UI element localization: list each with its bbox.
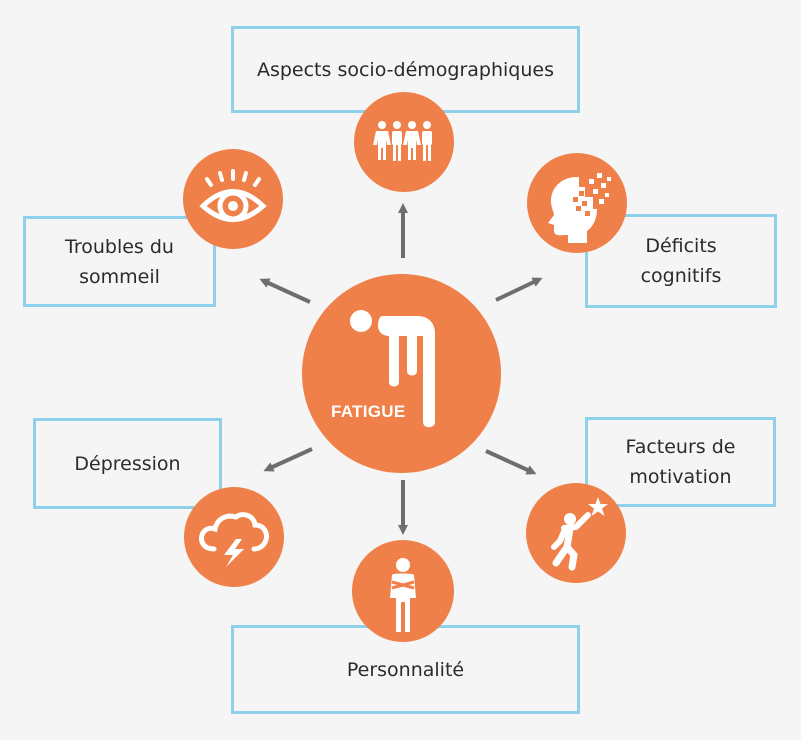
storm-cloud-icon (199, 512, 269, 567)
head-pixels-icon (548, 173, 611, 243)
person-bent-over-icon (350, 310, 435, 428)
person-reaching-star-icon (551, 497, 608, 571)
arrow-to-motivation (485, 449, 537, 475)
circle-depression (184, 487, 284, 587)
arrow-to-cognitive (495, 277, 543, 302)
box-sleep-line2: sommeil (79, 265, 160, 288)
person-arms-crossed-icon (390, 558, 416, 632)
center-circle (302, 274, 501, 473)
arrow-to-depression (263, 447, 313, 472)
center-label: FATIGUE (331, 402, 406, 421)
box-motivation: Facteurs de motivation (585, 417, 776, 507)
box-cognitive-line2: cognitifs (640, 265, 722, 287)
box-depression-label: Dépression (74, 452, 181, 475)
box-cognitive-line1: Déficits (645, 235, 717, 257)
circle-personality (352, 540, 454, 642)
arrow-to-sleep (259, 278, 311, 304)
circle-socio (354, 92, 454, 192)
people-group-icon (373, 121, 432, 161)
box-motivation-line1: Facteurs de (625, 436, 736, 458)
box-motivation-line2: motivation (629, 466, 732, 488)
box-sleep-line1: Troubles du (65, 235, 174, 258)
circle-motivation (526, 483, 626, 583)
box-sleep: Troubles du sommeil (23, 216, 216, 307)
box-personality-label: Personnalité (346, 658, 465, 681)
circle-sleep (183, 149, 283, 249)
box-socio-label: Aspects socio-démographiques (256, 58, 555, 81)
circle-cognitive (527, 153, 627, 253)
eye-icon (199, 169, 267, 222)
box-depression: Dépression (33, 418, 222, 509)
